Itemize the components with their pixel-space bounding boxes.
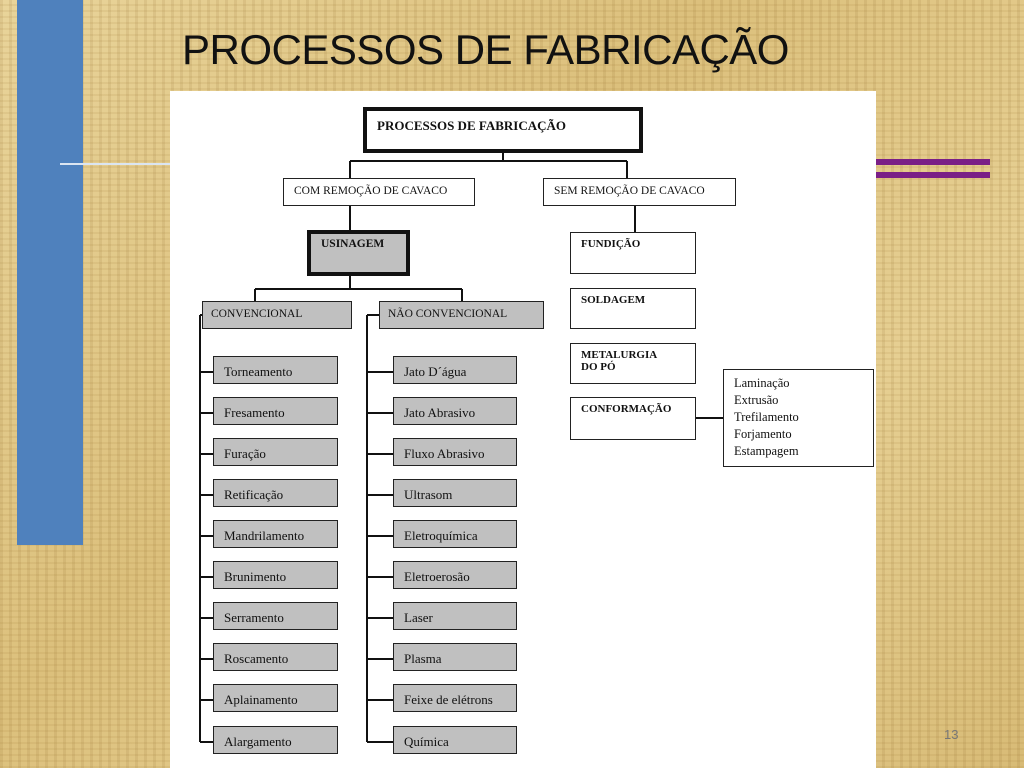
item-label: Eletroquímica: [404, 528, 478, 543]
process-diagram: PROCESSOS DE FABRICAÇÃO COM REMOÇÃO DE C…: [170, 91, 876, 768]
item-label: Torneamento: [224, 364, 293, 379]
sem-remocao-label: SEM REMOÇÃO DE CAVACO: [554, 185, 705, 197]
convencional-box: CONVENCIONAL: [202, 301, 352, 329]
list-item: Jato D´água: [393, 356, 517, 384]
purple-accent-bar-bottom: [876, 172, 990, 178]
list-item: Serramento: [213, 602, 338, 630]
list-item: Brunimento: [213, 561, 338, 589]
conformacao-box: CONFORMAÇÃO: [570, 397, 696, 440]
item-label: Eletroerosão: [404, 569, 470, 584]
usinagem-box: USINAGEM: [307, 230, 410, 276]
item-label: Mandrilamento: [224, 528, 305, 543]
root-box: PROCESSOS DE FABRICAÇÃO: [363, 107, 643, 153]
list-item: Forjamento: [734, 427, 792, 441]
item-label: Jato D´água: [404, 364, 467, 379]
item-label: Química: [404, 734, 449, 749]
slide-title: PROCESSOS DE FABRICAÇÃO: [182, 26, 789, 73]
fundicao-box: FUNDIÇÃO: [570, 232, 696, 274]
nao-convencional-label: NÃO CONVENCIONAL: [388, 308, 508, 320]
conformacao-label: CONFORMAÇÃO: [581, 403, 672, 415]
list-item: Estampagem: [734, 444, 799, 458]
fundicao-label: FUNDIÇÃO: [581, 238, 641, 250]
list-item: Retificação: [213, 479, 338, 507]
item-label: Roscamento: [224, 651, 289, 666]
list-item: Eletroerosão: [393, 561, 517, 589]
item-label: Furação: [224, 446, 266, 461]
list-item: Extrusão: [734, 393, 779, 407]
root-label: PROCESSOS DE FABRICAÇÃO: [377, 118, 567, 133]
item-label: Brunimento: [224, 569, 287, 584]
list-item: Alargamento: [213, 726, 338, 754]
list-item: Fresamento: [213, 397, 338, 425]
list-item: Jato Abrasivo: [393, 397, 517, 425]
list-item: Ultrasom: [393, 479, 517, 507]
list-item: Aplainamento: [213, 684, 338, 712]
soldagem-label: SOLDAGEM: [581, 294, 646, 306]
list-item: Laminação: [734, 376, 790, 390]
list-item: Plasma: [393, 643, 517, 671]
list-item: Furação: [213, 438, 338, 466]
nao-convencional-box: NÃO CONVENCIONAL: [379, 301, 544, 329]
conformacao-list-box: Laminação Extrusão Trefilamento Forjamen…: [723, 369, 874, 467]
list-item: Laser: [393, 602, 517, 630]
list-item: Química: [393, 726, 517, 754]
list-item: Fluxo Abrasivo: [393, 438, 517, 466]
item-label: Plasma: [404, 651, 442, 666]
com-remocao-box: COM REMOÇÃO DE CAVACO: [283, 178, 475, 206]
metalurgia-box: METALURGIA DO PÓ: [570, 343, 696, 384]
list-item: Roscamento: [213, 643, 338, 671]
list-item: Feixe de elétrons: [393, 684, 517, 712]
metalurgia-label: METALURGIA DO PÓ: [581, 349, 657, 374]
blue-accent-line: [60, 163, 170, 165]
convencional-label: CONVENCIONAL: [211, 308, 303, 320]
item-label: Feixe de elétrons: [404, 692, 493, 707]
item-label: Fluxo Abrasivo: [404, 446, 485, 461]
soldagem-box: SOLDAGEM: [570, 288, 696, 329]
item-label: Retificação: [224, 487, 284, 502]
item-label: Ultrasom: [404, 487, 453, 502]
item-label: Fresamento: [224, 405, 285, 420]
purple-accent-bar-top: [876, 159, 990, 165]
connector-lines: [199, 151, 723, 743]
page-number: 13: [944, 727, 959, 742]
list-item: Eletroquímica: [393, 520, 517, 548]
usinagem-label: USINAGEM: [321, 238, 385, 250]
blue-accent-bar: [17, 0, 83, 545]
item-label: Laser: [404, 610, 433, 625]
list-item: Torneamento: [213, 356, 338, 384]
item-label: Aplainamento: [224, 692, 298, 707]
item-label: Serramento: [224, 610, 284, 625]
item-label: Jato Abrasivo: [404, 405, 476, 420]
com-remocao-label: COM REMOÇÃO DE CAVACO: [294, 185, 448, 197]
list-item: Mandrilamento: [213, 520, 338, 548]
item-label: Alargamento: [224, 734, 292, 749]
sem-remocao-box: SEM REMOÇÃO DE CAVACO: [543, 178, 736, 206]
list-item: Trefilamento: [734, 410, 799, 424]
